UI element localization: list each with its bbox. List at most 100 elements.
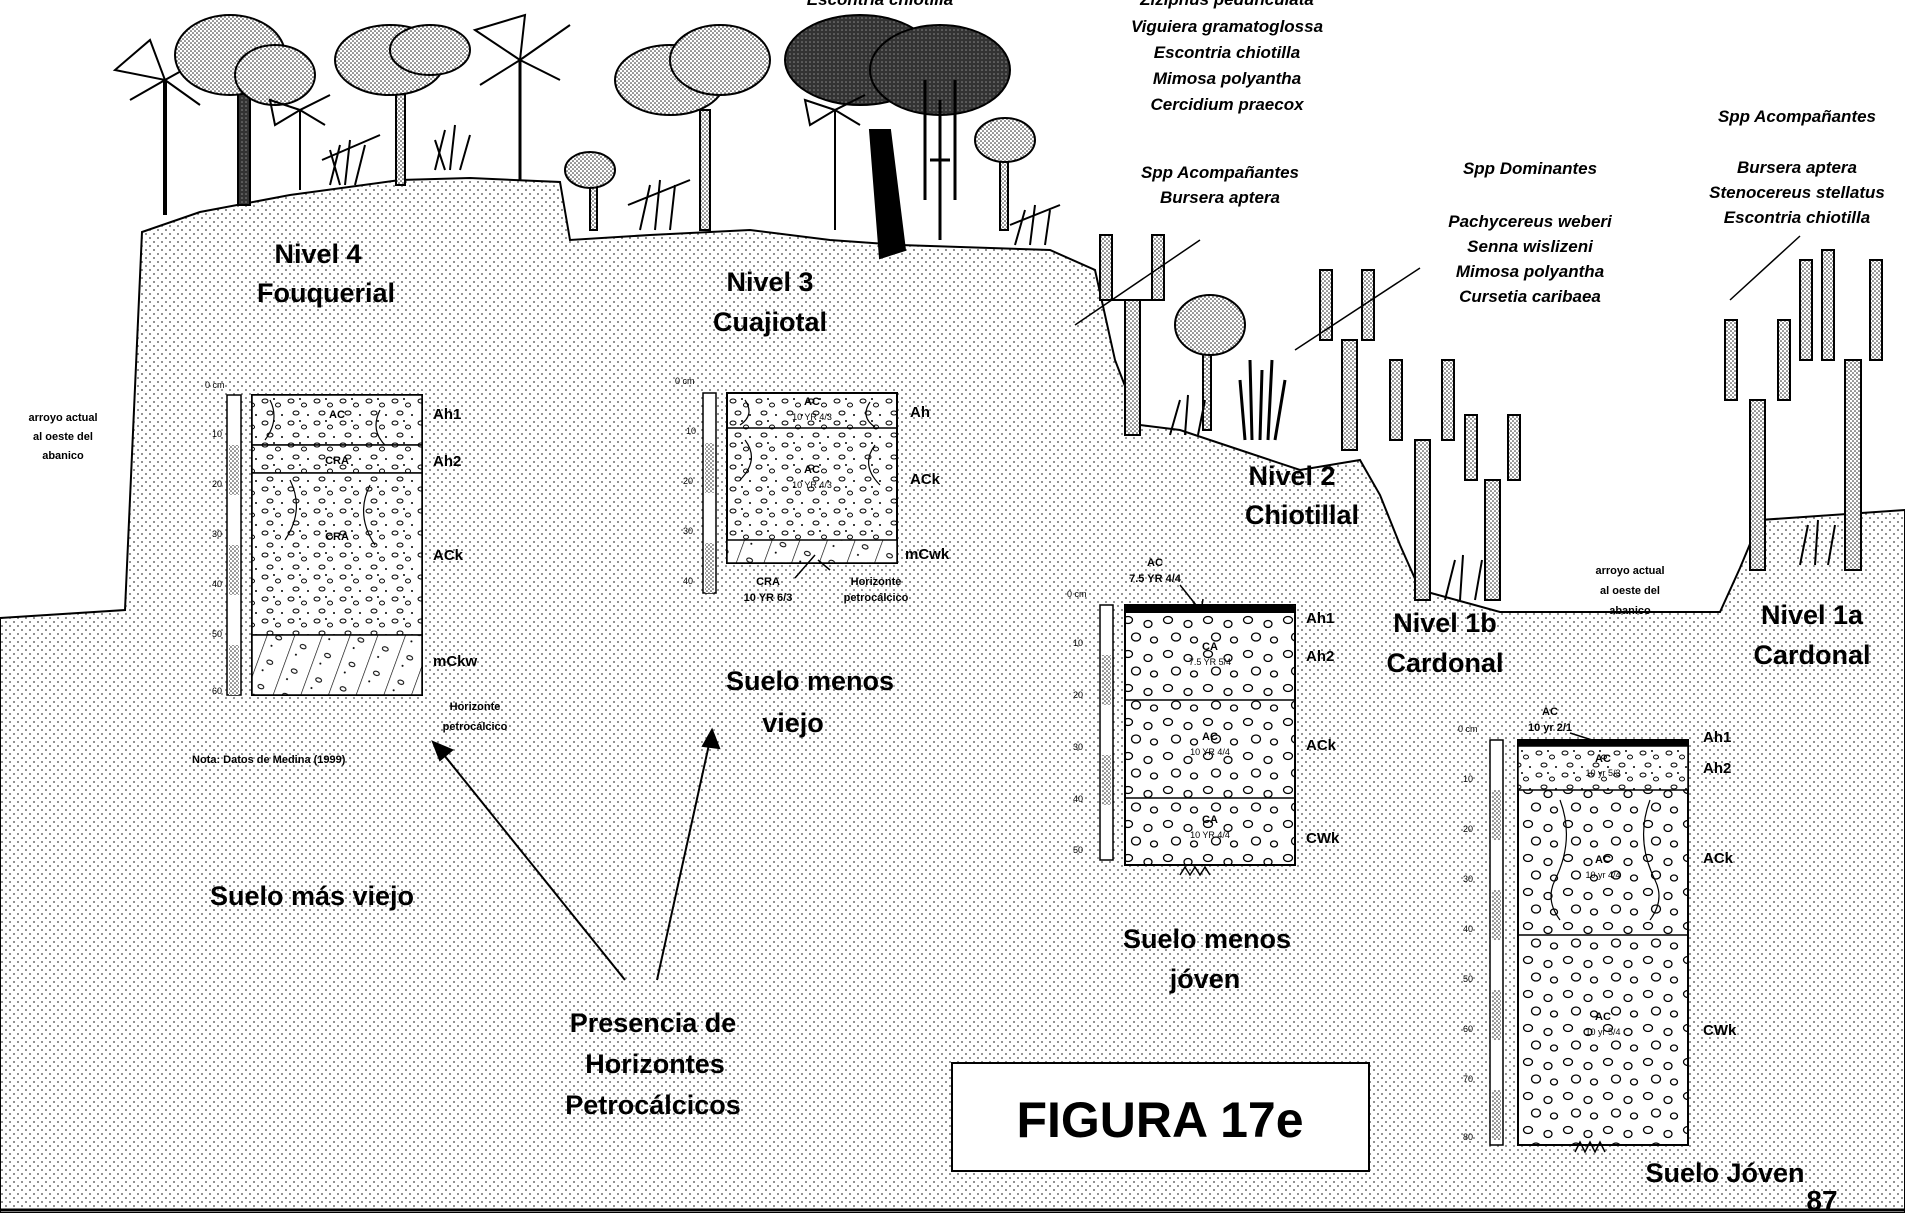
svg-text:Horizonte: Horizonte bbox=[851, 576, 902, 588]
shrub-icon bbox=[1444, 554, 1483, 601]
svg-text:AC: AC bbox=[1595, 854, 1611, 866]
species-item: Cursetia caribaea bbox=[1459, 287, 1601, 306]
svg-text:20: 20 bbox=[212, 479, 222, 489]
svg-text:50: 50 bbox=[1463, 974, 1473, 984]
cactus-icon bbox=[1799, 249, 1883, 571]
svg-text:abanico: abanico bbox=[42, 450, 84, 462]
svg-text:Ah: Ah bbox=[910, 404, 930, 421]
svg-text:CRA: CRA bbox=[325, 455, 349, 467]
vegetation bbox=[112, 13, 1883, 601]
species-right-block: Spp Acompañantes Bursera aptera Stenocer… bbox=[1709, 107, 1885, 227]
canopy-tree-icon bbox=[174, 14, 316, 206]
caption-menos-viejo-1: Suelo menos bbox=[726, 666, 894, 696]
species-item: Pachycereus weberi bbox=[1448, 212, 1613, 231]
soil-profile-nivel-1a: 0 cm 10 20 30 40 50 60 70 80 AC 10 yr 2/… bbox=[1458, 706, 1737, 1154]
svg-text:CWk: CWk bbox=[1703, 1022, 1737, 1039]
svg-text:30: 30 bbox=[212, 529, 222, 539]
caption-petro-1: Presencia de bbox=[570, 1008, 737, 1038]
svg-text:10 YR 4/4: 10 YR 4/4 bbox=[1190, 830, 1230, 840]
svg-text:60: 60 bbox=[212, 686, 222, 696]
svg-text:10 YR 6/3: 10 YR 6/3 bbox=[744, 592, 793, 604]
species-item: Bursera aptera bbox=[1160, 188, 1280, 207]
level-1a-number: Nivel 1a bbox=[1761, 600, 1864, 630]
svg-text:40: 40 bbox=[1463, 924, 1473, 934]
species-item: Senna wislizeni bbox=[1467, 237, 1594, 256]
svg-text:Horizonte: Horizonte bbox=[450, 701, 501, 713]
level-3-number: Nivel 3 bbox=[726, 267, 813, 297]
svg-text:50: 50 bbox=[1073, 845, 1083, 855]
svg-text:ACk: ACk bbox=[910, 471, 941, 488]
svg-text:Ah1: Ah1 bbox=[433, 406, 461, 423]
level-4-number: Nivel 4 bbox=[274, 239, 361, 269]
svg-text:7.5 YR 4/4: 7.5 YR 4/4 bbox=[1129, 573, 1182, 585]
species-item: Mimosa polyantha bbox=[1153, 69, 1301, 88]
svg-text:0 cm: 0 cm bbox=[1067, 589, 1087, 599]
depth-ruler bbox=[1489, 739, 1504, 1146]
species-mid-block: Spp Dominantes Pachycereus weberi Senna … bbox=[1448, 159, 1613, 306]
svg-text:AC: AC bbox=[1595, 753, 1611, 765]
caption-petro-3: Petrocálcicos bbox=[565, 1090, 741, 1120]
svg-text:0 cm: 0 cm bbox=[1458, 724, 1478, 734]
data-source-note: Nota: Datos de Medina (1999) bbox=[192, 754, 346, 766]
svg-text:Ah1: Ah1 bbox=[1703, 729, 1731, 746]
svg-text:AC: AC bbox=[804, 464, 820, 476]
species-top-block: Escontria chiotilla Ziziphus pedunculata… bbox=[807, 0, 1323, 207]
svg-text:7.5 YR 5/4: 7.5 YR 5/4 bbox=[1189, 657, 1231, 667]
svg-text:AC: AC bbox=[1595, 1011, 1611, 1023]
species-item: Viguiera gramatoglossa bbox=[1131, 17, 1323, 36]
svg-text:CRA: CRA bbox=[756, 576, 780, 588]
shrub-icon bbox=[1799, 519, 1836, 566]
svg-text:Ah2: Ah2 bbox=[1703, 760, 1731, 777]
palm-tree-icon bbox=[472, 13, 571, 180]
svg-text:30: 30 bbox=[1073, 742, 1083, 752]
species-cut-left: Escontria chiotilla bbox=[807, 0, 953, 9]
svg-text:40: 40 bbox=[212, 579, 222, 589]
svg-text:0 cm: 0 cm bbox=[675, 376, 695, 386]
svg-text:AC: AC bbox=[1147, 557, 1163, 569]
svg-text:AC: AC bbox=[804, 396, 820, 408]
svg-text:arroyo actual: arroyo actual bbox=[1595, 565, 1664, 577]
svg-text:80: 80 bbox=[1463, 1132, 1473, 1142]
svg-text:10: 10 bbox=[1073, 638, 1083, 648]
level-4-name: Fouquerial bbox=[257, 278, 395, 308]
level-3-name: Cuajiotal bbox=[713, 307, 827, 337]
svg-text:30: 30 bbox=[683, 526, 693, 536]
svg-text:ACk: ACk bbox=[1306, 737, 1337, 754]
species-item: Escontria chiotilla bbox=[1154, 43, 1300, 62]
svg-text:20: 20 bbox=[1073, 690, 1083, 700]
svg-text:ACk: ACk bbox=[433, 547, 464, 564]
svg-text:30: 30 bbox=[1463, 874, 1473, 884]
petrocalcic-arrows bbox=[431, 727, 721, 981]
cactus-icon bbox=[1319, 269, 1375, 451]
level-1b-number: Nivel 1b bbox=[1393, 608, 1497, 638]
svg-text:20: 20 bbox=[683, 476, 693, 486]
palm-tree-icon bbox=[803, 94, 866, 230]
soil-profile-nivel-2: 0 cm 10 20 30 40 50 AC 7.5 YR 4/4 CA 7.5… bbox=[1067, 557, 1340, 877]
svg-text:10 yr 5/4: 10 yr 5/4 bbox=[1585, 1027, 1620, 1037]
cactus-icon bbox=[1099, 234, 1165, 436]
cactus-icon bbox=[923, 80, 957, 240]
species-item: Cercidium praecox bbox=[1150, 95, 1305, 114]
svg-text:arroyo actual: arroyo actual bbox=[28, 412, 97, 424]
cactus-icon bbox=[1464, 414, 1521, 601]
caption-petro-2: Horizontes bbox=[585, 1049, 725, 1079]
canopy-tree-icon bbox=[564, 151, 616, 231]
svg-text:10 YR 4/3: 10 YR 4/3 bbox=[792, 480, 832, 490]
svg-text:Ah2: Ah2 bbox=[1306, 648, 1334, 665]
canopy-tree-icon bbox=[1174, 294, 1246, 431]
palm-tree-icon bbox=[268, 94, 331, 190]
svg-text:40: 40 bbox=[683, 576, 693, 586]
caption-menos-joven-2: jóven bbox=[1169, 964, 1241, 994]
svg-text:10: 10 bbox=[686, 426, 696, 436]
svg-text:10 YR 4/4: 10 YR 4/4 bbox=[1190, 747, 1230, 757]
svg-text:petrocálcico: petrocálcico bbox=[443, 721, 508, 733]
shrub-icon bbox=[321, 124, 471, 186]
species-dom-label: Spp Dominantes bbox=[1463, 159, 1597, 178]
canopy-tree-icon bbox=[334, 24, 471, 186]
agave-icon bbox=[1238, 359, 1287, 441]
species-item: Mimosa polyantha bbox=[1456, 262, 1604, 281]
canopy-tree-icon bbox=[614, 24, 771, 231]
svg-text:50: 50 bbox=[212, 629, 222, 639]
svg-text:10 yr 2/1: 10 yr 2/1 bbox=[1528, 722, 1572, 734]
